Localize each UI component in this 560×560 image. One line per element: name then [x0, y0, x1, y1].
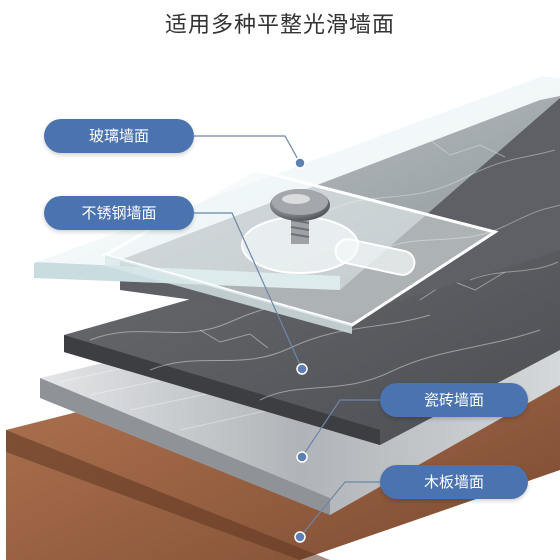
label-glass-wall: 玻璃墙面 [44, 119, 194, 153]
label-stainless-steel-wall: 不锈钢墙面 [44, 196, 194, 230]
screw-hook-icon [270, 189, 330, 244]
label-tile-wall: 瓷砖墙面 [380, 383, 528, 417]
leader-lines [194, 135, 380, 538]
page-title: 适用多种平整光滑墙面 [164, 13, 395, 38]
leader-dots [294, 157, 308, 543]
transparent-mount-plate [101, 168, 499, 334]
label-wood-board-wall: 木板墙面 [380, 465, 528, 499]
